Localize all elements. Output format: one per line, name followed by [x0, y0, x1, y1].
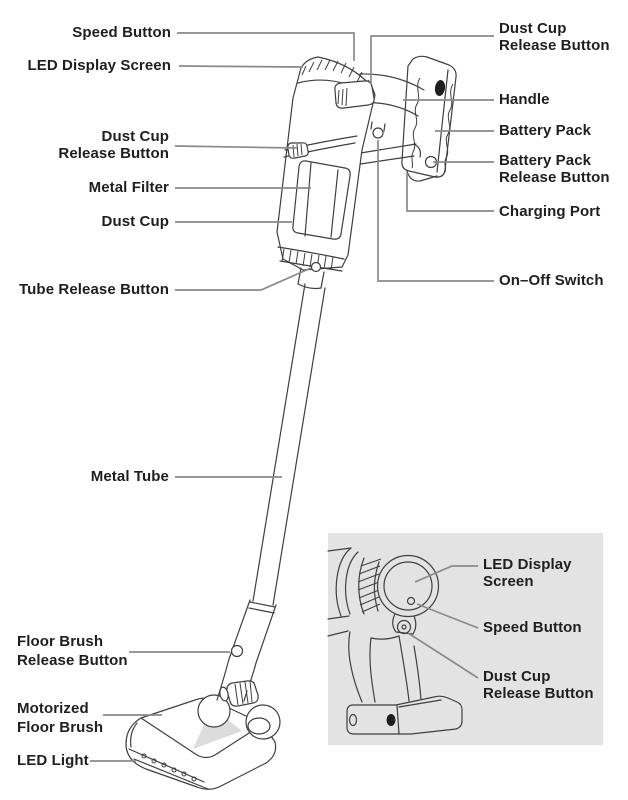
- battery-ridges-left: [411, 77, 421, 169]
- label-tube-release-button: Tube Release Button: [19, 281, 169, 298]
- main-body-drawing: [276, 56, 376, 290]
- on-off-switch-drawing: [372, 127, 384, 139]
- metal-filter-drawing: [292, 160, 351, 240]
- leader-dust-cup-release-left: [174, 145, 298, 149]
- battery-pack-bottom: [346, 695, 463, 735]
- label-motorized-floor-brush: Motorized Floor Brush: [17, 700, 104, 736]
- swivel-joint: [197, 694, 231, 728]
- label-floor-brush-release: Floor Brush Release Button: [17, 633, 128, 669]
- leader-led-display-screen: [178, 65, 304, 68]
- handle-grip: [359, 73, 425, 91]
- dust-cup-rim-hatching: [281, 248, 334, 271]
- leader-inset-dust-cup-release: [407, 632, 479, 679]
- leader-lines: [90, 32, 494, 762]
- floor-brush-release-button-drawing: [230, 644, 244, 658]
- leader-inset-led-display: [414, 565, 478, 583]
- led-light-strip: [128, 748, 205, 783]
- motor-vent-hatching: [357, 558, 382, 613]
- label-dust-cup-release-right: Dust Cup Release Button: [499, 20, 610, 54]
- speed-button-dot: [406, 596, 416, 606]
- handle-battery-drawing: [339, 55, 457, 182]
- label-dust-cup-release-left: Dust Cup Release Button: [58, 128, 169, 162]
- dust-cup-release-hinge: [396, 619, 412, 635]
- inset-handheld-unit-rear-view: [327, 547, 463, 735]
- label-charging-port: Charging Port: [499, 203, 601, 220]
- charging-port-hole: [386, 714, 396, 726]
- led-display-face: [376, 554, 440, 618]
- label-led-light: LED Light: [17, 752, 89, 769]
- motor-body: [276, 56, 376, 271]
- leader-dust-cup-release-right: [370, 35, 494, 84]
- label-inset-led-display: LED Display Screen: [483, 556, 572, 590]
- vacuum-illustration: [125, 55, 457, 790]
- label-led-display-screen: LED Display Screen: [27, 57, 171, 74]
- dust-cup-release-latch: [334, 80, 375, 109]
- metal-tube-drawing: [220, 283, 326, 692]
- label-on-off-switch: On–Off Switch: [499, 272, 604, 289]
- leader-charging-port: [406, 173, 494, 212]
- leader-inset-speed-button: [416, 603, 479, 629]
- label-speed-button: Speed Button: [72, 24, 171, 41]
- led-light-dots: [141, 753, 197, 782]
- label-inset-dust-cup-release: Dust Cup Release Button: [483, 668, 594, 702]
- label-dust-cup: Dust Cup: [101, 213, 169, 230]
- leader-speed-button: [177, 32, 355, 61]
- label-battery-pack: Battery Pack: [499, 122, 592, 139]
- leader-on-off-switch: [377, 140, 494, 282]
- inset-panel: [327, 533, 603, 745]
- floor-brush-drawing: [125, 680, 281, 790]
- leader-tube-release-button: [175, 267, 312, 291]
- label-inset-speed-button: Speed Button: [483, 619, 582, 636]
- label-metal-filter: Metal Filter: [88, 179, 169, 196]
- label-battery-pack-release: Battery Pack Release Button: [499, 152, 610, 186]
- label-handle: Handle: [499, 91, 550, 108]
- tube-release-button-drawing: [310, 261, 322, 273]
- label-metal-tube: Metal Tube: [90, 468, 169, 485]
